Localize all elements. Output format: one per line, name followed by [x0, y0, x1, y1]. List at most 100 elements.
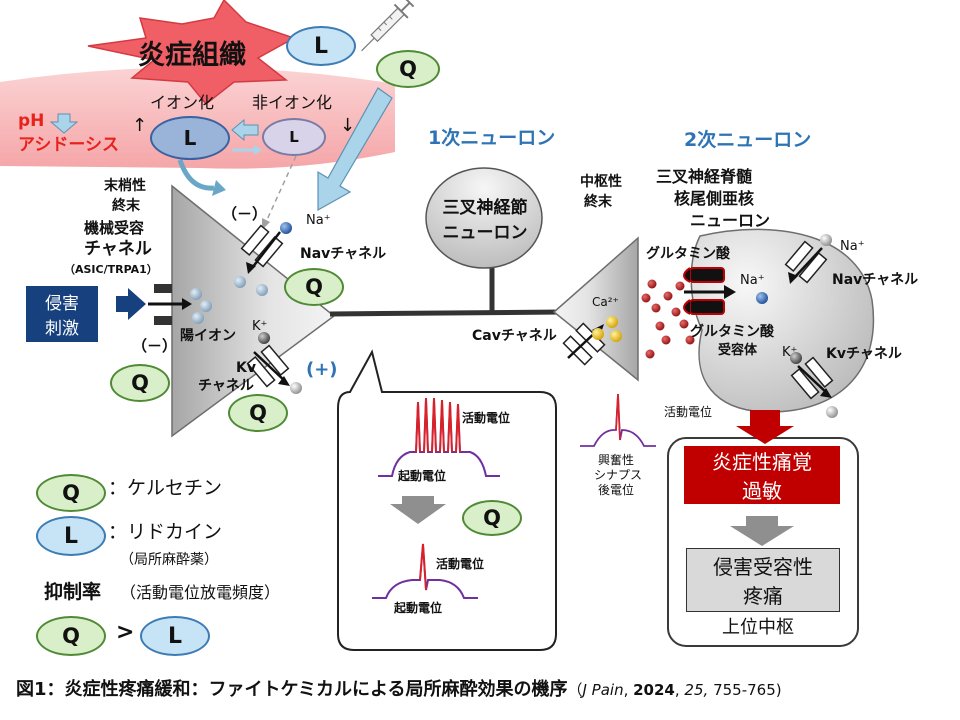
ionized-lidocaine-label: L: [183, 126, 197, 150]
inhibition-sub: （活動電位放電頻度）: [120, 583, 281, 602]
k-label-2: K⁺: [782, 345, 798, 360]
nociceptive-pain-line2: 疼痛: [743, 584, 783, 608]
quercetin-chip-label: Q: [62, 481, 80, 505]
quercetin-chip-label: Q: [249, 401, 267, 425]
cation-label: 陽イオン: [180, 328, 236, 344]
na-inside-label: Na⁺: [740, 273, 765, 288]
arrow-up-symbol: ↑: [132, 115, 148, 136]
inset-callout: [337, 349, 557, 651]
quercetin-path-arrow: [317, 87, 393, 212]
noxious-stimulus-line1: 侵害: [45, 294, 79, 314]
epsp-label-1: 興奮性: [598, 453, 635, 467]
legend-l-desc: ：リドカイン: [108, 521, 223, 543]
quercetin-chip-nav: Q: [284, 268, 344, 306]
red-down-arrow: [736, 410, 794, 444]
nonionized-lidocaine-label: L: [289, 128, 299, 146]
glu-receptor-label-2: 受容体: [718, 343, 758, 358]
caption-main: 図1：炎症性疼痛緩和：ファイトケミカルによる局所麻酔効果の機序: [16, 679, 568, 700]
second-neuron-name-2: 核尾側亜核: [674, 189, 755, 208]
inset-gp-top: 起動電位: [398, 469, 447, 483]
nonionized-label: 非イオン化: [252, 93, 333, 112]
central-terminal-label-1: 中枢性: [580, 174, 622, 190]
glutamate-label: グルタミン酸: [646, 246, 730, 262]
epsp-label-2: シナプス: [594, 468, 643, 482]
caption-ref-open: （: [567, 681, 583, 699]
ph-down-arrow: [49, 113, 79, 134]
quercetin-chip-top: Q: [376, 50, 440, 88]
peripheral-terminal-label-1: 末梢性: [104, 178, 146, 194]
kv-channel-label-1a: Kv: [236, 360, 256, 376]
ionized-label: イオン化: [150, 93, 215, 112]
higher-center-label: 上位中枢: [722, 617, 794, 638]
figure-caption: 図1：炎症性疼痛緩和：ファイトケミカルによる局所麻酔効果の機序（J Pain, …: [16, 679, 782, 700]
compare-q-chip: Q: [36, 616, 106, 656]
noxious-stimulus-line2: 刺激: [45, 319, 79, 339]
lidocaine-chip-top: L: [286, 26, 356, 66]
na-label-2: Na⁺: [840, 239, 865, 254]
glutamate-dots: [641, 279, 695, 359]
caption-volume: 25,: [684, 681, 709, 699]
legend-l-chip: L: [36, 516, 106, 556]
inflammation-star: [87, 0, 296, 106]
quercetin-chip-label: Q: [399, 57, 417, 81]
minus-sign-left: （－）: [132, 337, 178, 355]
hyperalgesia-line2: 過敏: [742, 479, 782, 503]
axon: [329, 309, 563, 317]
mechanoreceptor-label-2: チャネル: [84, 239, 152, 259]
ca-label: Ca²⁺: [592, 295, 619, 309]
epsp-label-3: 後電位: [598, 483, 635, 497]
legend-q-desc: ：ケルセチン: [108, 477, 223, 499]
cav-channel-label: Cavチャネル: [472, 328, 557, 344]
second-neuron-name-3: ニューロン: [690, 211, 771, 230]
hyperalgesia-box: 炎症性痛覚 過敏: [684, 446, 840, 504]
nav-channel-label-2: Navチャネル: [832, 272, 919, 288]
noxious-stimulus-box: 侵害 刺激: [26, 286, 98, 342]
ganglion-line2: ニューロン: [442, 223, 528, 243]
inflamed-tissue-title: 炎症組織: [138, 40, 246, 71]
legend-l-sub: （局所麻酔薬）: [120, 552, 218, 568]
central-terminal-label-2: 終末: [584, 194, 612, 210]
inset-gp-bottom: 起動電位: [394, 601, 443, 615]
second-neuron-title: 2次ニューロン: [684, 129, 812, 151]
ganglion-line1: 三叉神経節: [442, 198, 528, 218]
acidosis-label: アシドーシス: [18, 135, 119, 155]
kv-channel-label-2: Kvチャネル: [826, 346, 902, 362]
na-label-1: Na⁺: [306, 213, 331, 228]
compare-l-chip: L: [140, 616, 210, 656]
caption-pages: 755-765): [713, 681, 782, 699]
ganglion-label: 三叉神経節 ニューロン: [430, 194, 540, 243]
quercetin-chip-label: Q: [305, 275, 323, 299]
peripheral-terminal-label-2: 終末: [112, 198, 140, 214]
arrow-down-symbol: ↓: [340, 115, 356, 136]
nonionized-lidocaine: L: [262, 118, 326, 156]
trace-burst: [378, 397, 500, 477]
quercetin-chip-label: Q: [131, 371, 149, 395]
inset-ap-bottom: 活動電位: [436, 557, 485, 571]
quercetin-chip-label: Q: [483, 506, 501, 530]
hyperalgesia-line1: 炎症性痛覚: [712, 450, 812, 474]
glutamate-receptor: [683, 267, 725, 315]
inset-ap-top: 活動電位: [462, 411, 511, 425]
lidocaine-chip-label: L: [167, 623, 183, 649]
mechanoreceptor-label-1: 機械受容: [84, 219, 145, 237]
nav-channel-label-1: Navチャネル: [300, 246, 387, 262]
inhibition-title: 抑制率: [44, 581, 102, 603]
lidocaine-chip-label: L: [313, 33, 329, 59]
quercetin-chip-stimulus: Q: [110, 364, 170, 402]
lidocaine-chip-label: L: [63, 523, 79, 549]
stimulus-arrow: [116, 288, 146, 320]
asic-label: （ASIC/TRPA1）: [64, 263, 158, 276]
ph-label: pH: [18, 111, 45, 131]
ganglion-neuron: [425, 167, 543, 269]
nociceptive-pain-line1: 侵害受容性: [713, 555, 813, 579]
plus-sign: (+): [306, 359, 338, 380]
k-label-1: K⁺: [252, 319, 268, 334]
caption-journal: J Pain: [582, 681, 624, 699]
glu-receptor-label-1: グルタミン酸: [690, 324, 774, 340]
first-neuron-title: 1次ニューロン: [428, 127, 556, 149]
nociceptive-pain-box: 侵害受容性 疼痛: [686, 548, 840, 612]
syringe-icon: [361, 0, 415, 52]
kv-channel-label-1b: チャネル: [198, 378, 254, 394]
